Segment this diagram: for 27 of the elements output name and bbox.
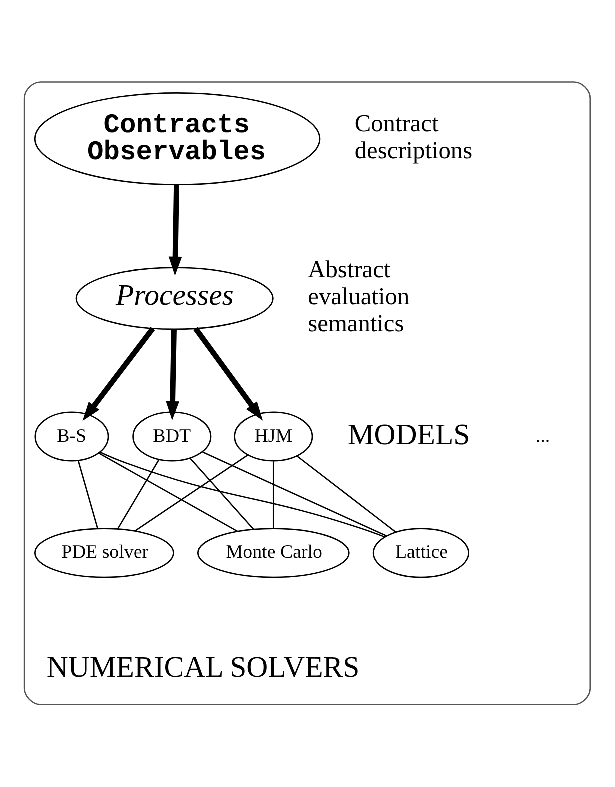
node-ellipse: Monte Carlo	[197, 528, 350, 578]
label: NUMERICAL SOLVERS	[46, 651, 360, 684]
node-ellipse: PDE solver	[34, 528, 174, 578]
connector	[100, 452, 386, 538]
connector	[296, 456, 396, 533]
connector	[135, 454, 248, 532]
arrow	[168, 185, 182, 276]
label: MODELS	[348, 418, 470, 452]
connector	[98, 452, 238, 532]
node-ellipse: Lattice	[372, 528, 470, 578]
node-label: Abstract evaluation semantics	[308, 256, 410, 338]
node-label: Contract descriptions	[354, 110, 473, 165]
cluster	[24, 82, 592, 706]
arrow	[166, 329, 180, 421]
node-ellipse: B-S	[34, 412, 110, 462]
connector	[272, 462, 274, 529]
connector	[190, 458, 254, 530]
node-ellipse: Contracts Observables	[34, 92, 321, 186]
connector	[202, 452, 387, 537]
label: ...	[536, 426, 550, 447]
connector	[117, 460, 160, 530]
node-ellipse: HJM	[234, 412, 314, 462]
connector	[78, 460, 99, 530]
arrow	[194, 327, 264, 421]
node-ellipse: Processes	[76, 267, 274, 330]
node-ellipse: BDT	[132, 412, 212, 462]
arrow	[82, 327, 156, 422]
